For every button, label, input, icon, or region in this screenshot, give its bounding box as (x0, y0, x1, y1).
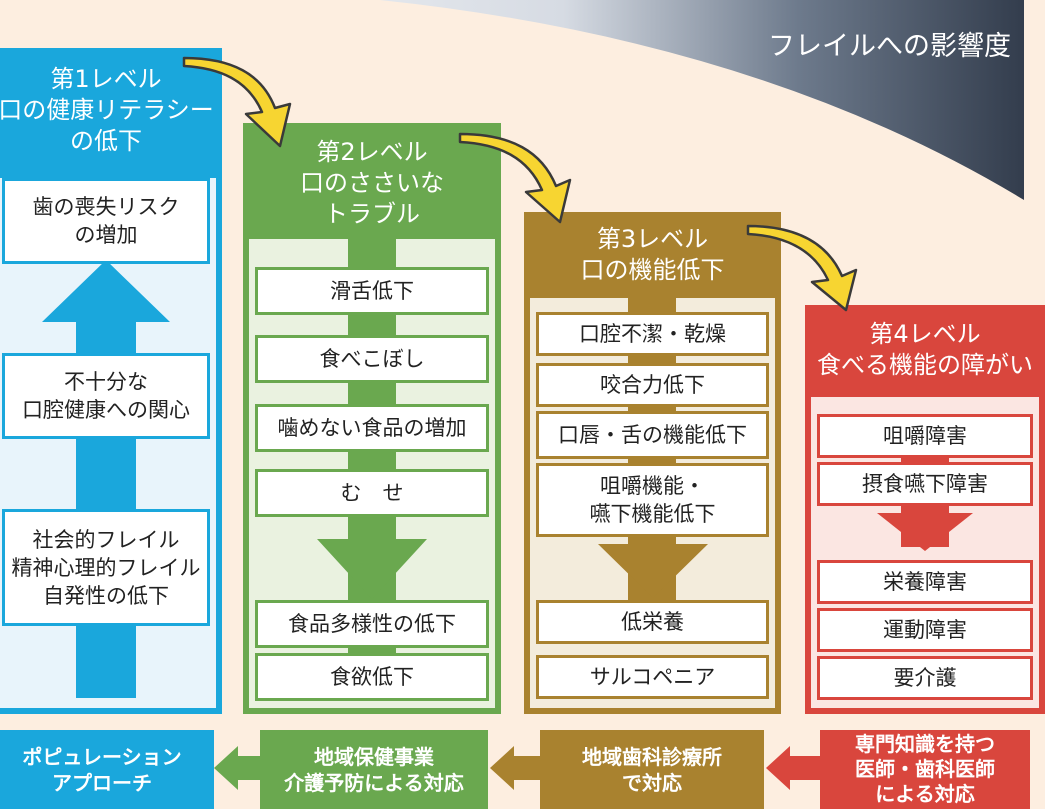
influence-title: フレイルへの影響度 (768, 31, 1011, 62)
level-3-item: 口腔不潔・乾燥 (536, 312, 769, 356)
level-4-item: 栄養障害 (817, 560, 1033, 604)
level-3-item: 咬合力低下 (536, 363, 769, 407)
level-2-item: 食品多様性の低下 (255, 600, 489, 648)
level-4-title: 第4レベル 食べる機能の障がい (817, 320, 1033, 379)
level-4-item: 咀嚼障害 (817, 414, 1033, 458)
level-2-item: 食欲低下 (255, 653, 489, 701)
level-4-column: 第4レベル 食べる機能の障がい 咀嚼障害 摂食嚥下障害 栄養障害 運動障害 要介… (805, 305, 1045, 714)
level-1-item: 歯の喪失リスク の増加 (2, 178, 210, 264)
response-level-1: ポピュレーション アプローチ (0, 730, 214, 809)
response-level-4: 専門知識を持つ 医師・歯科医師 による対応 (820, 730, 1030, 809)
level-2-item: 食べこぼし (255, 335, 489, 383)
response-level-2: 地域保健事業 介護予防による対応 (260, 730, 488, 809)
level-3-title: 第3レベル 口の機能低下 (580, 225, 725, 284)
level-4-item: 摂食嚥下障害 (817, 462, 1033, 506)
level-2-title: 第2レベル 口のささいな トラブル (300, 138, 444, 228)
level-2-item: 滑舌低下 (255, 267, 489, 315)
level-4-item: 運動障害 (817, 608, 1033, 652)
level-1-column: 第1レベル 口の健康リテラシー の低下 歯の喪失リスク の増加 不十分な 口腔健… (0, 48, 222, 714)
level-2-item: む せ (255, 469, 489, 517)
level-1-item: 不十分な 口腔健康への関心 (2, 353, 210, 439)
level-4-item: 要介護 (817, 656, 1033, 700)
level-1-title: 第1レベル 口の健康リテラシー の低下 (0, 65, 214, 155)
response-level-3: 地域歯科診療所 で対応 (540, 730, 764, 809)
level-3-item: 咀嚼機能・ 嚥下機能低下 (536, 463, 769, 537)
level-3-item: サルコペニア (536, 655, 769, 699)
level-3-item: 口唇・舌の機能低下 (536, 411, 769, 459)
level-1-item: 社会的フレイル 精神心理的フレイル 自発性の低下 (2, 509, 210, 626)
level-3-item: 低栄養 (536, 600, 769, 644)
level-3-column: 第3レベル 口の機能低下 口腔不潔・乾燥 咬合力低下 口唇・舌の機能低下 咀嚼機… (524, 212, 781, 714)
level-2-item: 噛めない食品の増加 (255, 404, 489, 452)
level-2-column: 第2レベル 口のささいな トラブル 滑舌低下 食べこぼし 噛めない食品の増加 む… (243, 123, 501, 714)
